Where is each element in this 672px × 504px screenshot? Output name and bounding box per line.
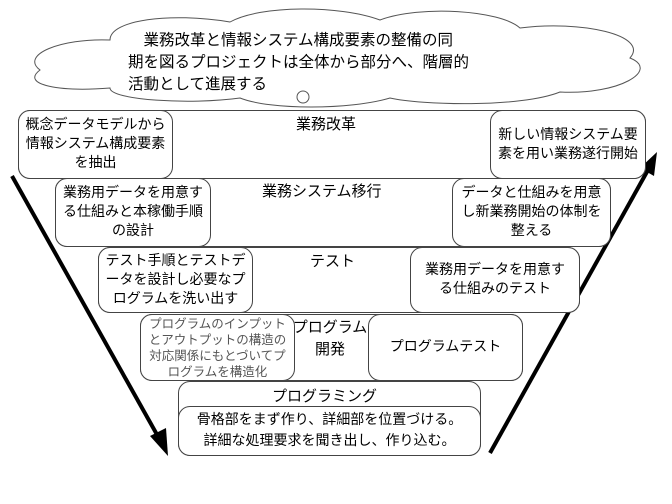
- level-4-title: プログラム開発: [292, 318, 368, 358]
- level-2-right-box: データと仕組みを用意し新業務開始の体制を整える: [452, 178, 611, 247]
- level-2-left-box: 業務用データを用意する仕組みと本稼働手順の設計: [55, 178, 211, 247]
- cloud-line: 活動として進展する: [128, 75, 268, 93]
- level-4-right-box: プログラムテスト: [368, 314, 523, 381]
- level-2-title: 業務システム移行: [262, 182, 382, 200]
- level-3-right-box: 業務用データを用意する仕組みのテスト: [410, 247, 580, 313]
- cloud-text: 業務改革と情報システム構成要素の整備の同 期を図るプロジェクトは全体から部分へ、…: [128, 29, 518, 95]
- cloud-line: 業務改革と情報システム構成要素の整備の同: [128, 31, 454, 49]
- left-arrow-head: [150, 428, 168, 456]
- level-1-left-box: 概念データモデルから情報システム構成要素を抽出: [18, 110, 173, 179]
- level-5-detail-box: 骨格部をまず作り、詳細部を位置づける。 詳細な処理要求を聞き出し、作り込む。: [178, 406, 481, 456]
- level-1-right-box: 新しい情報システム要素を用い業務遂行開始: [490, 110, 646, 179]
- detail-line: 詳細な処理要求を聞き出し、作り込む。: [203, 433, 456, 449]
- level-3-title: テスト: [310, 252, 356, 270]
- level-4-left-box: プログラムのインプットとアウトプットの構造の対応関係にもとづいてプログラムを構造…: [140, 314, 295, 381]
- level-1-title: 業務改革: [296, 115, 357, 133]
- cloud-tail-bubble: [296, 90, 310, 104]
- cloud-line: 期を図るプロジェクトは全体から部分へ、階層的: [128, 53, 470, 71]
- detail-line: 骨格部をまず作り、詳細部を位置づける。: [196, 412, 463, 428]
- cloud-shape: [34, 8, 641, 108]
- level-3-left-box: テスト手順とテストデータを設計し必要なプログラムを洗い出す: [98, 247, 253, 313]
- level-5-title: プログラミング: [272, 387, 378, 405]
- left-arrow-shaft: [10, 175, 162, 441]
